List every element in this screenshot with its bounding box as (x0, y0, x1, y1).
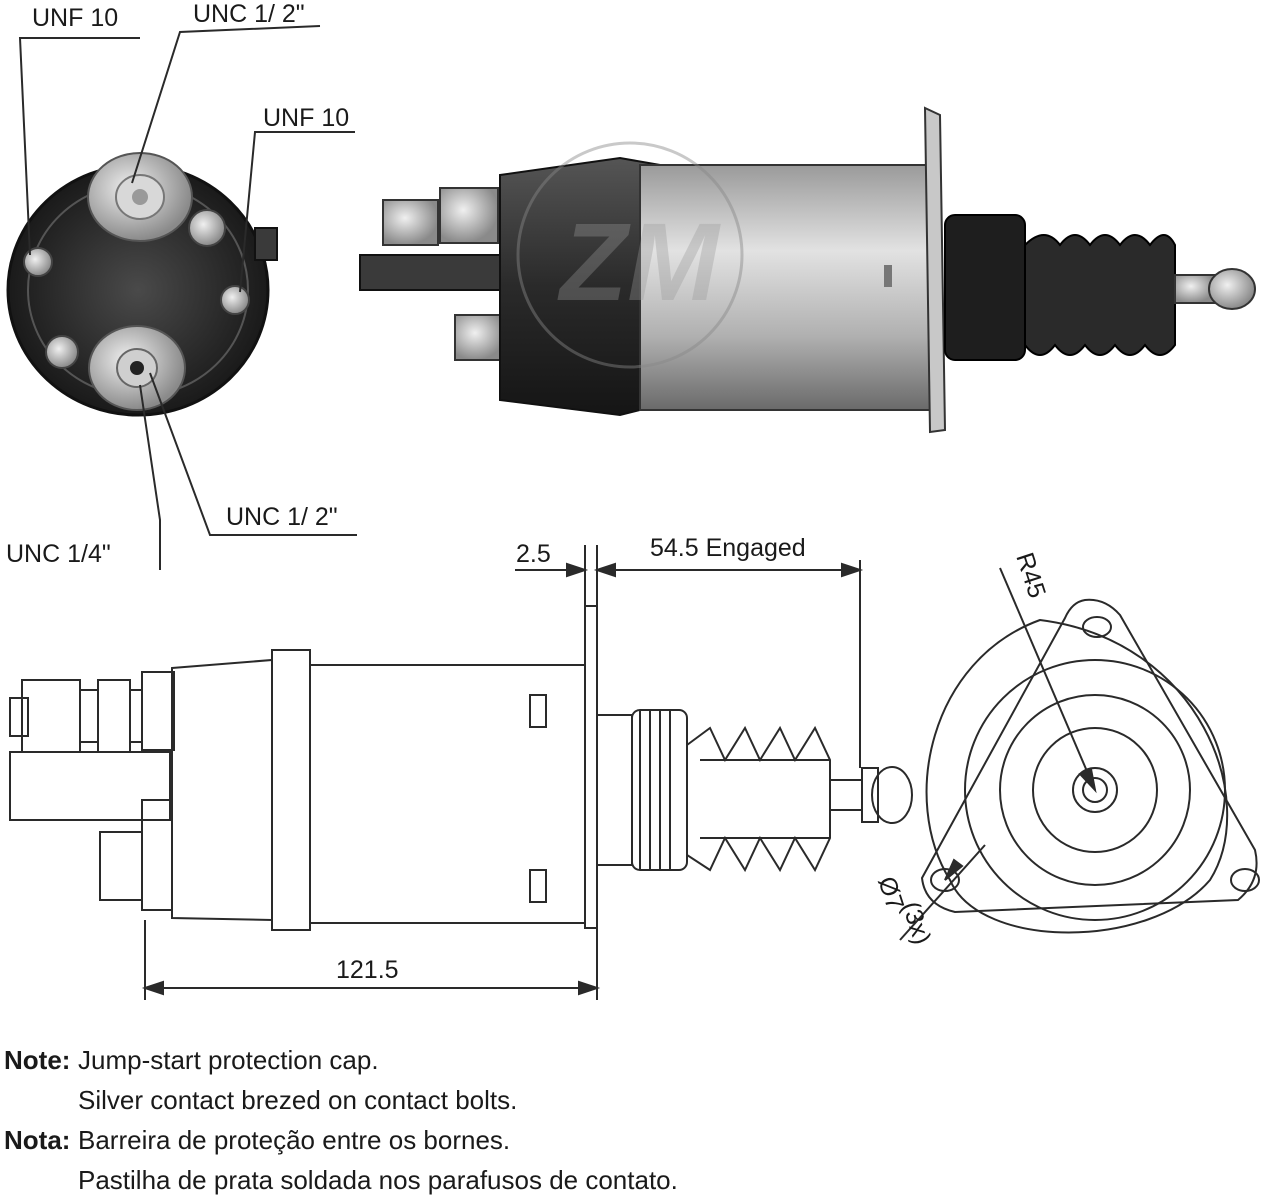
small-stud-left (23, 247, 53, 277)
note-pt-line-2: Pastilha de prata soldada nos parafusos … (78, 1165, 678, 1195)
flange-front-view (899, 567, 1260, 941)
label-unf10-right: UNF 10 (263, 104, 349, 132)
top-terminal-bolt (87, 152, 193, 242)
small-stud-bottom-left (45, 335, 79, 369)
end-view-leaders (18, 25, 357, 570)
small-stud-right-upper (188, 209, 226, 247)
dim-radius: R45 (1010, 549, 1051, 601)
note-en-key: Note: (4, 1045, 71, 1075)
note-en-row-2: Silver contact brezed on contact bolts. (4, 1080, 1254, 1120)
end-view-photo (6, 152, 278, 417)
note-en-line-1: Jump-start protection cap. (78, 1045, 379, 1075)
small-stud-right-lower (220, 285, 250, 315)
note-en-line-2: Silver contact brezed on contact bolts. (78, 1085, 518, 1115)
notes-block: Note:Jump-start protection cap. Silver c… (4, 1040, 1254, 1200)
label-unf10-top-left: UNF 10 (32, 4, 118, 32)
dim-flange-thickness: 2.5 (516, 540, 551, 568)
label-unc14-bottom: UNC 1/4" (6, 540, 111, 568)
label-unc12-bottom: UNC 1/ 2" (226, 503, 338, 531)
note-en-row-1: Note:Jump-start protection cap. (4, 1040, 1254, 1080)
dim-plunger-travel: 54.5 Engaged (650, 534, 806, 562)
label-unc12-top: UNC 1/ 2" (193, 0, 305, 28)
watermark: ZM (557, 201, 721, 324)
side-technical-drawing (9, 605, 913, 931)
note-pt-key: Nota: (4, 1125, 71, 1155)
note-pt-line-1: Barreira de proteção entre os bornes. (78, 1125, 511, 1155)
note-pt-row-2: Pastilha de prata soldada nos parafusos … (4, 1160, 1254, 1200)
bottom-terminal-bolt (88, 325, 186, 411)
solenoid-diagram: UNF 10 UNC 1/ 2" UNF 10 UNC 1/ 2" UNC 1/… (6, 0, 1260, 1000)
dimension-lines (141, 545, 864, 1000)
side-view-photo: ZM (359, 106, 1256, 434)
dim-body-length: 121.5 (336, 956, 399, 984)
side-tab (254, 227, 278, 261)
note-pt-row-1: Nota:Barreira de proteção entre os borne… (4, 1120, 1254, 1160)
